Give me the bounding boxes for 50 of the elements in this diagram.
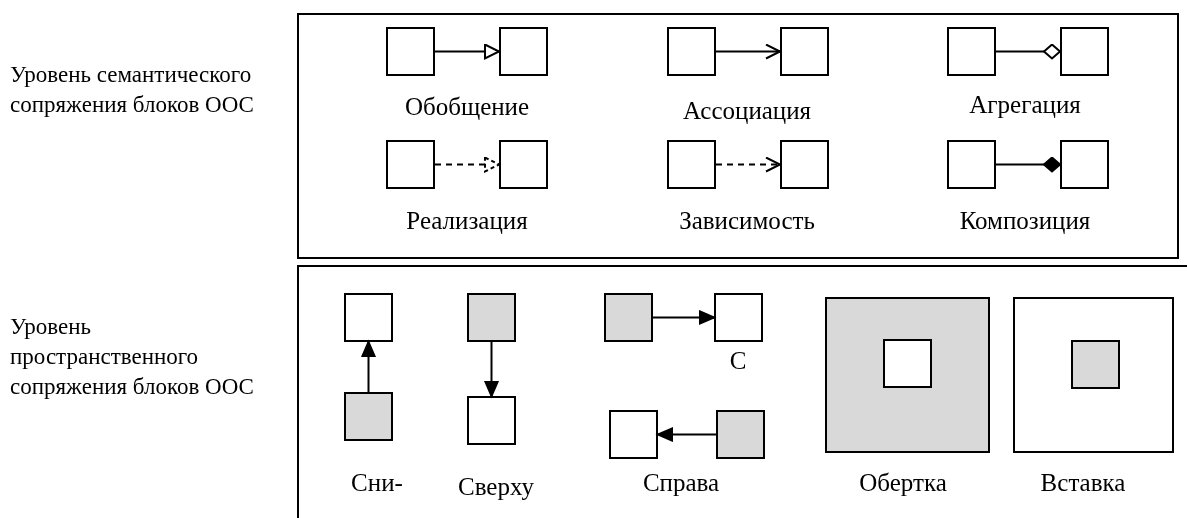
arrow (484, 341, 499, 397)
block-square (609, 410, 658, 459)
caption: Справа (642, 468, 720, 498)
arrow (434, 43, 500, 60)
block-square (716, 410, 765, 459)
block-square (780, 27, 829, 76)
panel-frame (297, 265, 1187, 518)
block-square (499, 27, 548, 76)
panel-frame (297, 13, 1179, 259)
block-square (947, 140, 996, 189)
block-square (1060, 27, 1109, 76)
arrow (715, 156, 781, 173)
block-square (604, 293, 653, 342)
caption: Композиция (959, 206, 1091, 236)
arrow (652, 310, 715, 325)
block-square (714, 293, 763, 342)
block-square (667, 27, 716, 76)
block-square (499, 140, 548, 189)
caption: Агрегация (969, 90, 1081, 120)
block-square (344, 392, 393, 441)
caption: Вставка (1040, 468, 1126, 498)
caption: Ассоциация (682, 96, 812, 126)
connector-line (995, 156, 1061, 173)
block-square (1071, 340, 1120, 389)
level-label: Уровень пространственного сопряжения блоков ООС (10, 313, 255, 401)
block-square (467, 293, 516, 342)
block-square (667, 140, 716, 189)
arrow (715, 43, 781, 60)
connector-line (995, 43, 1061, 60)
block-square (386, 27, 435, 76)
block-square (883, 339, 932, 388)
block-square (947, 27, 996, 76)
caption: С (729, 346, 747, 376)
caption: Сни- (351, 468, 403, 498)
caption: Сверху (458, 472, 534, 502)
caption: Реализация (406, 206, 528, 236)
arrow (657, 427, 717, 442)
caption: Зависимость (679, 206, 815, 236)
block-square (344, 293, 393, 342)
block-square (1060, 140, 1109, 189)
block-square (467, 396, 516, 445)
arrow (361, 341, 376, 393)
block-square (780, 140, 829, 189)
block-square (386, 140, 435, 189)
level-label: Уровень семантического сопряжения блоков ООС (10, 61, 255, 119)
caption: Обертка (859, 468, 947, 498)
caption: Обобщение (404, 92, 530, 122)
arrow (434, 156, 500, 173)
panel-frame (825, 297, 990, 453)
panel-frame (1013, 297, 1174, 453)
